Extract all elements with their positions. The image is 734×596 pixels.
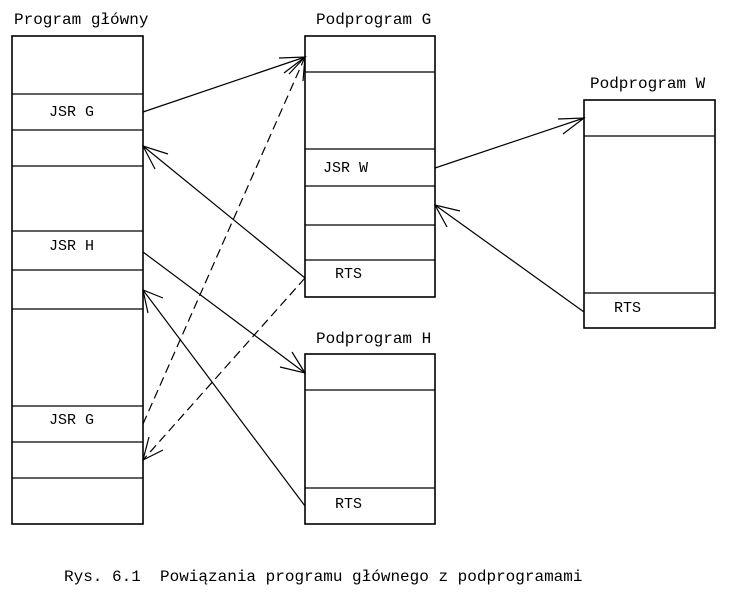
call-arrows: [141, 55, 586, 507]
arrowhead-icon: [433, 204, 461, 228]
call-arrow-main-to-g-second: [142, 56, 306, 425]
subroutine-g-box: [304, 35, 436, 298]
subroutine-h-box: [304, 353, 436, 525]
subroutine-w-title: Podprogram W: [590, 75, 706, 93]
main-jsr-g-second-label: JSR G: [49, 412, 94, 429]
arrowhead-icon: [288, 55, 306, 82]
figure-caption: Rys. 6.1 Powiązania programu głównego z …: [64, 568, 582, 586]
return-arrow-h-to-main: [142, 289, 306, 507]
main-program-box: [11, 35, 144, 525]
subroutine-g-rts-label: RTS: [335, 266, 362, 283]
subroutine-g-title: Podprogram G: [316, 11, 431, 29]
arrowhead-icon: [142, 289, 164, 314]
subroutine-w-block: Podprogram W RTS: [583, 75, 716, 329]
return-arrow-g-to-main-first: [142, 145, 306, 279]
arrowhead-icon: [557, 117, 586, 135]
main-jsr-g-first-label: JSR G: [49, 104, 94, 121]
arrowhead-icon: [142, 436, 164, 462]
subroutine-h-block: Podprogram H RTS: [304, 330, 436, 525]
subroutine-w-box: [583, 99, 716, 329]
subroutine-h-rts-label: RTS: [335, 496, 362, 513]
return-arrow-w-to-g: [434, 204, 585, 313]
main-program-block: Program główny JSR G JSR H JSR G: [11, 11, 149, 525]
call-arrow-g-to-w: [434, 117, 585, 169]
subroutine-h-title: Podprogram H: [316, 330, 431, 348]
call-arrow-main-to-g-first: [142, 56, 306, 113]
subroutine-g-jsr-w-label: JSR W: [323, 160, 368, 177]
call-arrow-main-to-h: [142, 251, 306, 374]
subroutine-g-block: Podprogram G JSR W RTS: [304, 11, 436, 298]
main-jsr-h-label: JSR H: [49, 238, 94, 255]
return-arrow-g-to-main-second: [142, 277, 306, 461]
arrowhead-icon: [279, 351, 307, 374]
subroutine-w-rts-label: RTS: [614, 300, 641, 317]
main-program-title: Program główny: [14, 11, 149, 29]
arrowhead-icon: [141, 144, 169, 170]
